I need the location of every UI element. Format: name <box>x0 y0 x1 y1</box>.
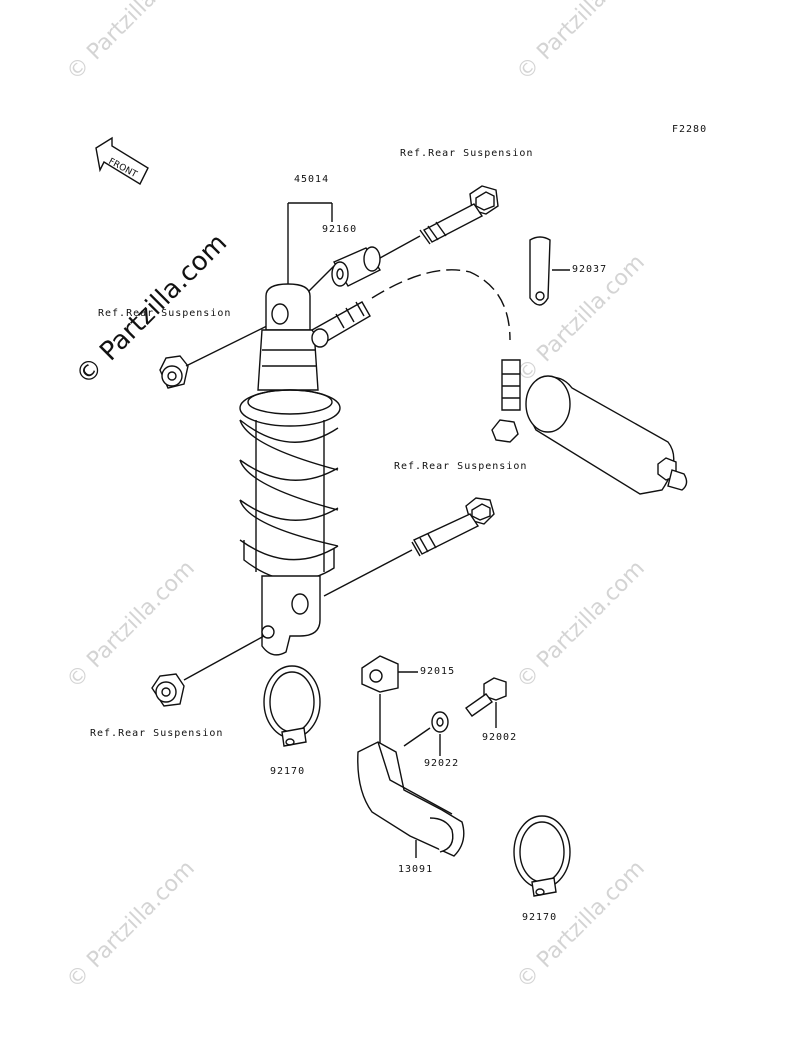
clamp-right <box>513 815 571 897</box>
front-arrow-icon: FRONT <box>95 136 149 185</box>
label-cover[interactable]: 13091 <box>398 864 434 875</box>
shock-absorber <box>239 283 371 656</box>
label-clamp-right[interactable]: 92170 <box>522 912 558 923</box>
label-ref-top-bolt[interactable]: Ref.Rear Suspension <box>400 148 534 159</box>
bushing <box>331 246 382 287</box>
label-clamp-left[interactable]: 92170 <box>270 766 306 777</box>
label-bushing[interactable]: 92160 <box>322 224 358 235</box>
hose-line <box>371 269 511 341</box>
label-ref-bottom-nut[interactable]: Ref.Rear Suspension <box>90 728 224 739</box>
label-washer[interactable]: 92022 <box>424 758 460 769</box>
small-bolt <box>465 677 507 728</box>
label-shock-assembly[interactable]: 45014 <box>294 174 330 185</box>
bottom-nut <box>151 635 265 707</box>
bottom-bolt <box>323 497 495 597</box>
label-strap[interactable]: 92037 <box>572 264 608 275</box>
strap <box>529 236 570 306</box>
clip <box>361 655 418 746</box>
washer <box>403 711 449 756</box>
label-ref-bottom-bolt[interactable]: Ref.Rear Suspension <box>394 461 528 472</box>
label-clip[interactable]: 92015 <box>420 666 456 677</box>
label-ref-top-nut[interactable]: Ref.Rear Suspension <box>98 308 232 319</box>
clamp-left <box>263 665 321 747</box>
label-small-bolt[interactable]: 92002 <box>482 732 518 743</box>
top-bolt <box>379 185 499 259</box>
leader-45014 <box>287 202 333 286</box>
top-nut <box>159 321 276 389</box>
cover <box>357 741 465 858</box>
reservoir <box>491 359 688 495</box>
diagram-code: F2280 <box>672 124 708 135</box>
